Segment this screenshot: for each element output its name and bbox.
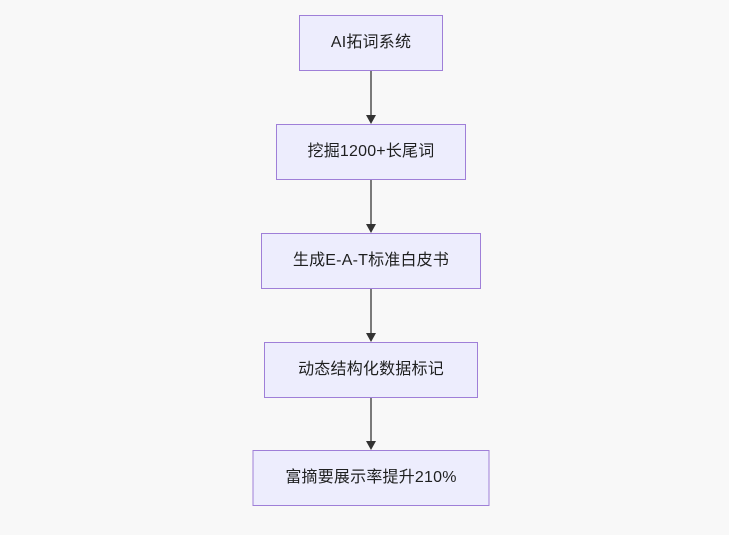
flow-connector-1-to-2 bbox=[364, 71, 378, 124]
connector-line bbox=[370, 180, 372, 226]
flow-node-label: 挖掘1200+长尾词 bbox=[307, 143, 435, 160]
arrowhead-icon bbox=[366, 333, 376, 342]
flow-connector-3-to-4 bbox=[364, 289, 378, 342]
flow-node-label: 富摘要展示率提升210% bbox=[285, 469, 457, 486]
flow-node-eat-whitepaper[interactable]: 生成E-A-T标准白皮书 bbox=[261, 233, 481, 289]
connector-line bbox=[370, 398, 372, 443]
connector-line bbox=[370, 289, 372, 335]
flow-node-ai-keyword-system[interactable]: AI拓词系统 bbox=[299, 15, 443, 71]
flow-node-label: 生成E-A-T标准白皮书 bbox=[292, 252, 450, 269]
flow-node-label: AI拓词系统 bbox=[330, 34, 412, 51]
flow-node-label: 动态结构化数据标记 bbox=[298, 361, 444, 378]
connector-line bbox=[370, 71, 372, 117]
flow-node-longtail-mining[interactable]: 挖掘1200+长尾词 bbox=[276, 124, 466, 180]
arrowhead-icon bbox=[366, 224, 376, 233]
flow-node-structured-data-markup[interactable]: 动态结构化数据标记 bbox=[264, 342, 478, 398]
flow-connector-2-to-3 bbox=[364, 180, 378, 233]
arrowhead-icon bbox=[366, 115, 376, 124]
flow-connector-4-to-5 bbox=[364, 398, 378, 450]
flow-node-rich-snippet-result[interactable]: 富摘要展示率提升210% bbox=[252, 450, 490, 506]
arrowhead-icon bbox=[366, 441, 376, 450]
